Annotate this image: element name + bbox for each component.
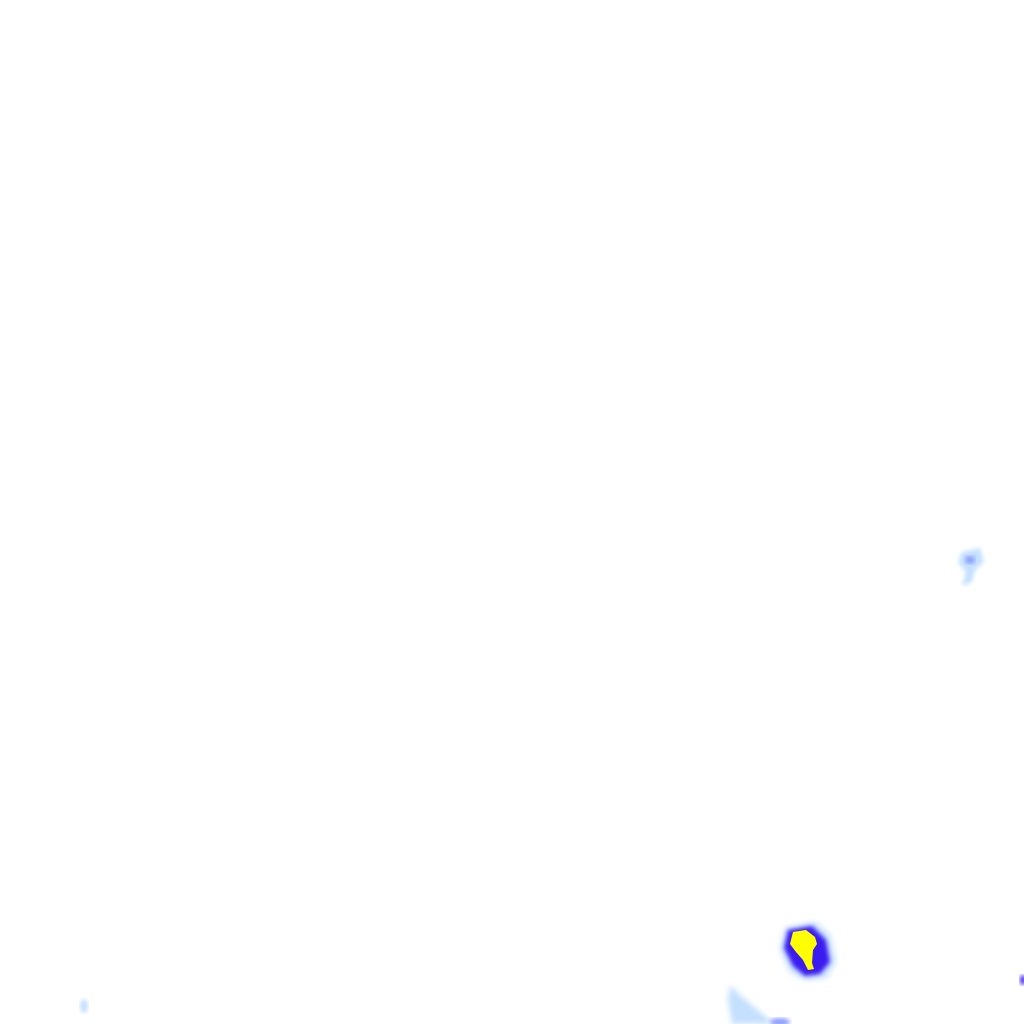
precip-cell-edge [1020,975,1024,985]
storm-cell-main [780,922,836,980]
precip-cell-southwest-small [80,999,88,1013]
precip-band-southwest [728,985,790,1024]
precip-cell-east [958,548,984,586]
